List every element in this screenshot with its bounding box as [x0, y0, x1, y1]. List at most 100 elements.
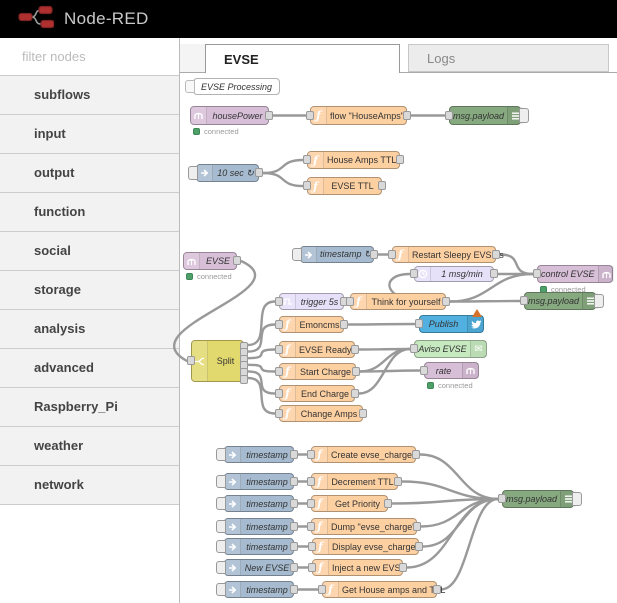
sidebar-item-output[interactable]: output — [0, 154, 179, 193]
sidebar-item-input[interactable]: input — [0, 115, 179, 154]
port-out[interactable] — [394, 476, 402, 486]
port-in[interactable] — [275, 408, 283, 418]
sidebar-item-analysis[interactable]: analysis — [0, 310, 179, 349]
debug-toggle-button[interactable] — [594, 294, 604, 308]
sidebar-item-network[interactable]: network — [0, 466, 179, 505]
wire[interactable] — [246, 370, 277, 395]
tab-evse[interactable]: EVSE — [205, 44, 400, 73]
flow-node-trigger5[interactable]: trigger 5s — [275, 293, 348, 310]
port-in[interactable] — [303, 155, 311, 164]
port-in[interactable] — [187, 356, 195, 365]
port-in[interactable] — [306, 110, 314, 120]
port-out[interactable] — [290, 584, 298, 594]
flow-node-inj_b2[interactable]: timestamp — [216, 473, 298, 490]
inject-button[interactable] — [292, 248, 302, 261]
wire[interactable] — [246, 376, 277, 415]
inject-button[interactable] — [185, 80, 195, 93]
port-in[interactable] — [275, 366, 283, 376]
port-in[interactable] — [275, 296, 283, 306]
port-in[interactable] — [308, 562, 316, 572]
port-out[interactable] — [240, 375, 248, 384]
port-out[interactable] — [290, 521, 298, 531]
flow-node-inj_b6[interactable]: New EVSE — [216, 559, 298, 576]
wire[interactable] — [405, 497, 500, 569]
sidebar-item-storage[interactable]: storage — [0, 271, 179, 310]
port-in[interactable] — [498, 494, 506, 503]
port-out[interactable] — [433, 584, 441, 594]
port-in[interactable] — [445, 110, 453, 120]
port-out[interactable] — [412, 449, 420, 459]
port-out[interactable] — [442, 296, 450, 306]
filter-nodes-input[interactable] — [20, 48, 164, 65]
inject-button[interactable] — [216, 520, 226, 533]
inject-button[interactable] — [216, 497, 226, 510]
sidebar-item-social[interactable]: social — [0, 232, 179, 271]
port-out[interactable] — [265, 110, 273, 120]
sidebar-item-weather[interactable]: weather — [0, 427, 179, 466]
port-out[interactable] — [490, 269, 498, 278]
port-in[interactable] — [388, 249, 396, 259]
flow-node-inj_ts[interactable]: timestamp ↻ — [292, 246, 378, 263]
port-out[interactable] — [370, 249, 378, 259]
port-out[interactable] — [290, 476, 298, 486]
flow-node-inj_b5[interactable]: timestamp — [216, 538, 298, 555]
port-out[interactable] — [255, 168, 263, 177]
port-out[interactable] — [399, 562, 407, 572]
wire[interactable] — [358, 369, 422, 373]
inject-button[interactable] — [216, 448, 226, 461]
flow-node-split[interactable]: Split — [187, 340, 248, 384]
port-in[interactable] — [307, 521, 315, 531]
flow-node-inj_b7[interactable]: timestamp — [216, 581, 298, 598]
inject-button[interactable] — [216, 540, 226, 553]
port-in[interactable] — [308, 541, 316, 551]
port-out[interactable] — [340, 319, 348, 329]
wire[interactable] — [246, 363, 277, 373]
flow-node-delay_rate[interactable]: 1 msg/min — [410, 266, 498, 282]
port-in[interactable] — [346, 296, 354, 306]
wire[interactable] — [448, 299, 522, 303]
port-out[interactable] — [290, 498, 298, 508]
port-in[interactable] — [275, 344, 283, 354]
inject-button[interactable] — [216, 583, 226, 596]
flow-node-inj_b3[interactable]: timestamp — [216, 495, 298, 512]
port-out[interactable] — [359, 408, 367, 418]
port-out[interactable] — [351, 344, 359, 354]
port-in[interactable] — [303, 181, 311, 190]
wire[interactable] — [246, 323, 277, 353]
port-in[interactable] — [307, 498, 315, 508]
port-out[interactable] — [413, 521, 421, 531]
flow-node-inj_b1[interactable]: timestamp — [216, 446, 298, 463]
port-out[interactable] — [352, 366, 360, 376]
wire[interactable] — [246, 348, 277, 360]
port-out[interactable] — [290, 449, 298, 459]
port-out[interactable] — [396, 155, 404, 164]
port-out[interactable] — [492, 249, 500, 259]
port-in[interactable] — [318, 584, 326, 594]
port-out[interactable] — [415, 541, 423, 551]
port-in[interactable] — [275, 388, 283, 398]
wire[interactable] — [390, 497, 500, 505]
wire[interactable] — [261, 158, 305, 175]
port-in[interactable] — [533, 269, 541, 278]
flow-node-debug_top[interactable]: msg.payload — [445, 106, 529, 125]
debug-toggle-button[interactable] — [519, 108, 529, 123]
wire[interactable] — [173, 259, 257, 363]
wire[interactable] — [346, 322, 417, 326]
